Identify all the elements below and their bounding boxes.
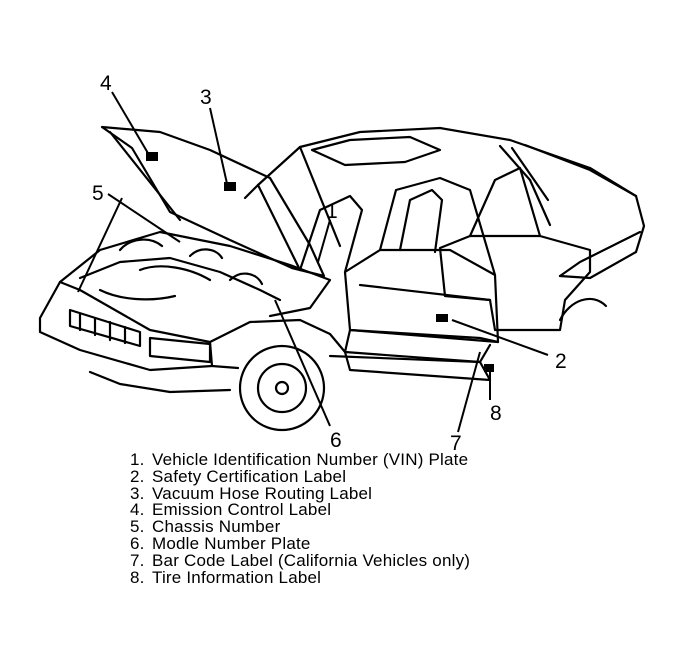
legend-item-4: 4.Emission Control Label [130, 500, 332, 520]
legend-item-5: 5.Chassis Number [130, 517, 281, 537]
front-wheel [238, 344, 326, 432]
legend-item-1: 1.Vehicle Identification Number (VIN) Pl… [130, 450, 469, 469]
front-fender [208, 318, 500, 354]
leader-line-2 [451, 319, 549, 356]
engine-bay [58, 230, 332, 318]
rear-window [498, 144, 552, 227]
callout-3: 3 [200, 86, 212, 109]
rear-wheel [558, 297, 608, 322]
callout-4: 4 [100, 72, 112, 95]
marker-vacuum-label [224, 182, 236, 191]
legend-item-8: 8.Tire Information Label [130, 567, 322, 587]
rear-deck [523, 143, 646, 280]
front-bumper [38, 280, 214, 372]
marker-safety-label [436, 314, 448, 322]
headlight [148, 336, 212, 364]
legend: 1.Vehicle Identification Number (VIN) Pl… [130, 450, 670, 587]
rear-door [438, 234, 592, 332]
leader-line-7 [457, 351, 481, 433]
front-seat [398, 188, 444, 254]
callout-8: 8 [490, 402, 502, 425]
grille [68, 308, 142, 348]
leader-line-5a [107, 193, 181, 243]
callout-2: 2 [555, 350, 567, 373]
callout-6: 6 [330, 429, 342, 452]
label-markers [146, 152, 494, 372]
windshield-frame [243, 145, 342, 272]
callout-7: 7 [450, 432, 462, 455]
marker-emission-label [146, 152, 158, 161]
door-sill [343, 350, 492, 382]
leader-line-3 [209, 107, 229, 189]
leader-line-5b [77, 197, 123, 293]
callout-5: 5 [92, 182, 104, 205]
car-illustration [38, 125, 646, 432]
legend-item-2: 2.Safety Certification Label [130, 466, 347, 486]
legend-item-3: 3.Vacuum Hose Routing Label [130, 483, 373, 503]
leader-line-4 [111, 91, 153, 161]
marker-tire-label [484, 364, 494, 372]
callout-1: 1 [326, 200, 338, 223]
sunroof [310, 135, 442, 167]
legend-item-7: 7.Bar Code Label (California Vehicles on… [130, 550, 471, 570]
leader-lines [77, 91, 549, 433]
leader-line-1 [317, 219, 331, 263]
legend-item-6: 6.Modle Number Plate [130, 533, 311, 553]
leader-line-6 [274, 299, 331, 427]
